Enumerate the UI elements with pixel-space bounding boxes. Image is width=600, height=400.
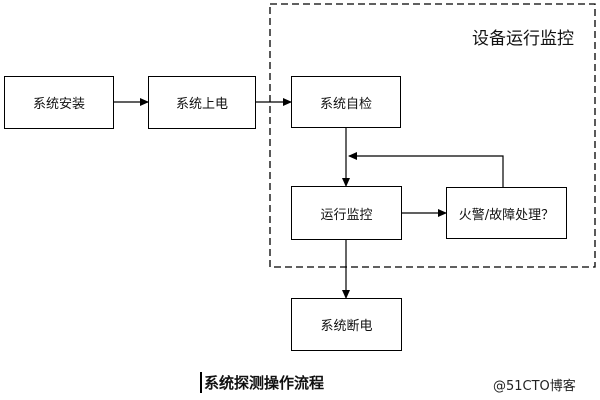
edge-fire-fault-to-monitor xyxy=(348,152,504,187)
watermark: @51CTO博客 xyxy=(493,379,576,394)
region-device-monitoring xyxy=(269,3,596,268)
node-run-monitoring: 运行监控 xyxy=(291,186,402,240)
node-fire-fault-handling: 火警/故障处理？ xyxy=(446,187,567,239)
text-cursor xyxy=(200,372,202,393)
diagram-caption: 系统探测操作流程 xyxy=(204,374,325,392)
node-system-install: 系统安装 xyxy=(4,76,114,129)
node-system-power-on: 系统上电 xyxy=(148,76,256,129)
node-system-self-check: 系统自检 xyxy=(291,76,401,128)
region-label: 设备运行监控 xyxy=(472,29,574,49)
node-system-shutdown: 系统断电 xyxy=(291,298,402,351)
